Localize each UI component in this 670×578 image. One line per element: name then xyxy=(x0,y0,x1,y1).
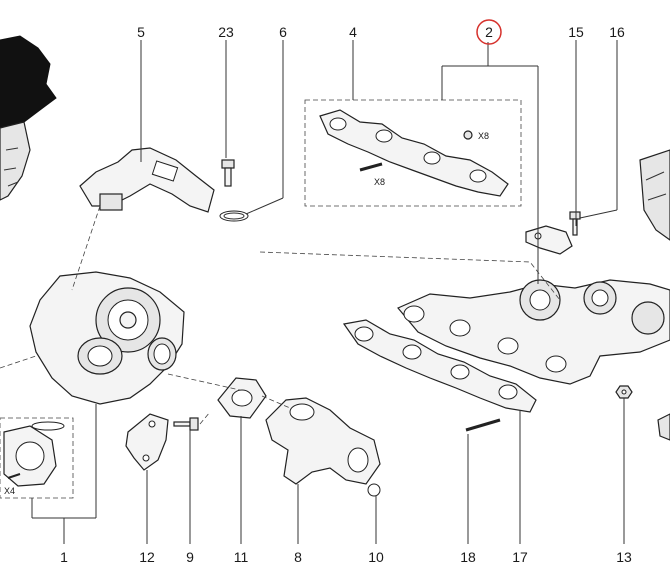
callout-11: 11 xyxy=(234,549,249,565)
stud-part-18 xyxy=(465,418,501,432)
quantity-labels: X8 X8 X4 xyxy=(4,131,489,496)
downpipe-part-8 xyxy=(265,397,381,485)
manifold-gasket-part-17 xyxy=(342,319,537,413)
callout-8: 8 xyxy=(294,549,302,565)
callout-18: 18 xyxy=(460,549,476,565)
callout-2-highlight xyxy=(476,19,502,45)
o-ring-part-6 xyxy=(219,210,249,222)
assembly-paths xyxy=(0,205,561,425)
callout-5: 5 xyxy=(137,24,145,40)
callout-9: 9 xyxy=(186,549,194,565)
bolt-part-9 xyxy=(173,417,199,431)
callout-12: 12 xyxy=(139,549,155,565)
callout-6: 6 xyxy=(279,24,287,40)
callout-2: 2 xyxy=(485,24,493,40)
callout-17: 17 xyxy=(512,549,528,565)
callout-23: 23 xyxy=(218,24,234,40)
bolt-part-23 xyxy=(221,159,235,187)
qty-studs-x4: X4 xyxy=(4,486,15,496)
nut-icon xyxy=(463,130,473,140)
nut-part-13 xyxy=(615,385,633,399)
flange-part-11 xyxy=(217,377,267,419)
fitting-partial xyxy=(657,413,670,441)
heat-shield-partial xyxy=(639,149,670,241)
bolt-part-16 xyxy=(569,211,581,236)
leader-lines xyxy=(31,40,625,544)
manifold-turbo-assembly-part-2 xyxy=(397,279,670,385)
qty-studs-x8: X8 xyxy=(374,177,385,187)
turbo-gasket-kit xyxy=(0,417,74,499)
bracket-part-15 xyxy=(525,225,573,255)
qty-nuts-x8: X8 xyxy=(478,131,489,141)
callout-13: 13 xyxy=(616,549,632,565)
callout-16: 16 xyxy=(609,24,625,40)
gasket-kit-part-4 xyxy=(304,99,522,207)
callout-15: 15 xyxy=(568,24,584,40)
engine-block xyxy=(0,35,57,201)
ring-part-10 xyxy=(367,483,381,497)
bracket-part-12 xyxy=(125,413,169,471)
turbocharger-part-1 xyxy=(29,271,185,405)
callout-10: 10 xyxy=(368,549,384,565)
callouts: 5 23 6 4 2 15 16 1 12 9 11 8 10 18 17 13 xyxy=(60,24,632,565)
callout-1: 1 xyxy=(60,549,68,565)
intake-pipe-part-5 xyxy=(79,147,215,213)
callout-4: 4 xyxy=(349,24,357,40)
